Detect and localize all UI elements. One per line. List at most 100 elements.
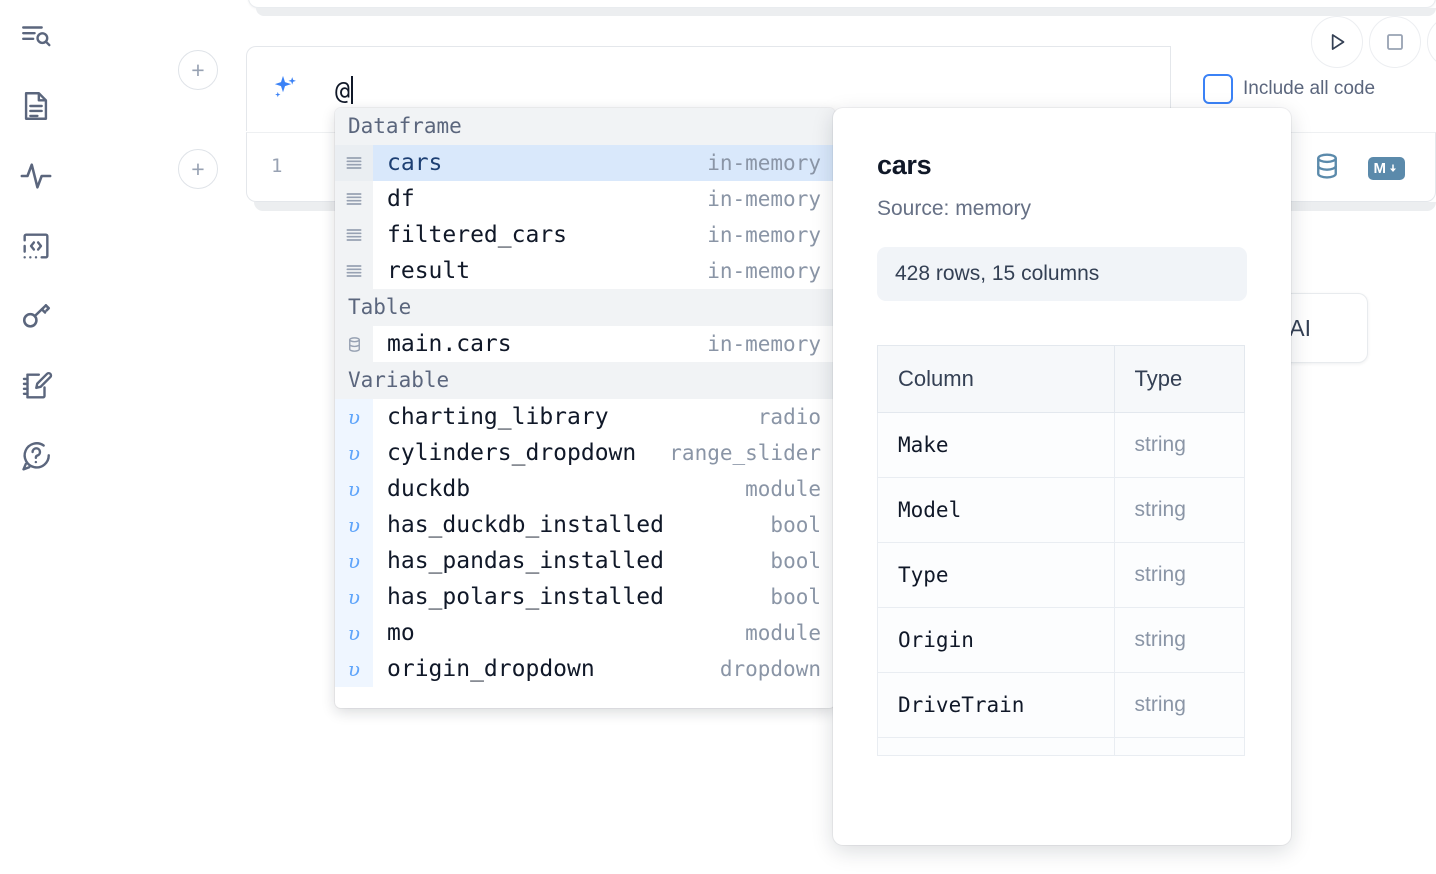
sidebar-item-snippets[interactable] [14, 224, 58, 268]
database-icon[interactable] [1312, 151, 1342, 186]
table-header-column: Column [877, 345, 1115, 413]
line-number: 1 [271, 155, 283, 177]
dataframe-icon [335, 253, 373, 289]
autocomplete-item-name: has_duckdb_installed [387, 512, 664, 538]
key-icon [19, 299, 53, 333]
ai-card-label: AI [1289, 314, 1311, 341]
detail-title: cars [877, 150, 932, 180]
autocomplete-item[interactable]: υ has_polars_installed bool [335, 579, 835, 615]
autocomplete-item[interactable]: filtered_cars in-memory [335, 217, 835, 253]
table-header-type: Type [1113, 345, 1246, 413]
table-cell-type: string [1113, 412, 1246, 478]
code-brackets-icon [19, 229, 53, 263]
autocomplete-item[interactable]: υ has_pandas_installed bool [335, 543, 835, 579]
autocomplete-item-kind: bool [770, 585, 821, 609]
autocomplete-item-kind: dropdown [719, 657, 821, 681]
table-cell-type: string [1113, 477, 1246, 543]
autocomplete-item-name: filtered_cars [387, 222, 568, 248]
autocomplete-item-name: mo [387, 620, 415, 646]
autocomplete-item-name: df [387, 186, 415, 212]
table-cell-type: string [1113, 542, 1246, 608]
table-icon [335, 326, 373, 362]
sidebar-item-help[interactable] [14, 434, 58, 478]
autocomplete-item-name: cylinders_dropdown [387, 440, 637, 466]
autocomplete-item-kind: in-memory [707, 223, 821, 247]
autocomplete-item[interactable]: υ cylinders_dropdown range_slider [335, 435, 835, 471]
autocomplete-item-kind: in-memory [707, 259, 821, 283]
dataframe-icon [335, 145, 373, 181]
table-cell-column [877, 737, 1115, 756]
include-all-code-label: Include all code [1243, 78, 1376, 99]
run-button[interactable] [1311, 16, 1363, 68]
sparkle-icon [269, 73, 301, 105]
dataframe-icon [335, 181, 373, 217]
table-cell-column: Origin [877, 607, 1115, 673]
autocomplete-item[interactable]: result in-memory [335, 253, 835, 289]
autocomplete-item-name: result [387, 258, 471, 284]
file-explorer-icon [19, 19, 53, 53]
include-all-code-row[interactable]: Include all code [1203, 74, 1375, 104]
autocomplete-item-name: has_pandas_installed [387, 548, 664, 574]
table-cell-column: DriveTrain [877, 672, 1115, 738]
include-all-code-checkbox[interactable] [1203, 74, 1233, 104]
autocomplete-item-name: cars [387, 150, 443, 176]
add-cell-below-button[interactable]: + [178, 149, 218, 189]
dataframe-icon [335, 217, 373, 253]
variable-icon: υ [335, 615, 373, 651]
ai-prompt-input[interactable]: @ [335, 73, 1115, 107]
autocomplete-item[interactable]: main.cars in-memory [335, 326, 835, 362]
document-icon [19, 89, 53, 123]
text-cursor [351, 76, 354, 104]
table-cell-type: string [1113, 672, 1246, 738]
markdown-label: M [1373, 160, 1387, 177]
sidebar-item-scratchpad[interactable] [14, 364, 58, 408]
sidebar-rail [0, 0, 72, 874]
stop-button[interactable] [1369, 16, 1421, 68]
previous-cell-shadow [256, 8, 1436, 16]
variable-icon: υ [335, 579, 373, 615]
autocomplete-item-kind: module [745, 477, 821, 501]
autocomplete-item-name: main.cars [387, 331, 512, 357]
sidebar-item-document[interactable] [14, 84, 58, 128]
autocomplete-item-kind: module [745, 621, 821, 645]
markdown-icon[interactable]: M [1367, 157, 1405, 180]
autocomplete-item-kind: bool [770, 549, 821, 573]
autocomplete-group-header: Variable [335, 362, 835, 399]
variable-icon: υ [335, 471, 373, 507]
variable-icon: υ [335, 399, 373, 435]
autocomplete-item-kind: bool [770, 513, 821, 537]
autocomplete-item-kind: in-memory [707, 332, 821, 356]
variable-icon: υ [335, 651, 373, 687]
autocomplete-item-name: charting_library [387, 404, 609, 430]
variable-icon: υ [335, 543, 373, 579]
table-cell-column: Type [877, 542, 1115, 608]
autocomplete-item-name: has_polars_installed [387, 584, 664, 610]
variable-icon: υ [335, 435, 373, 471]
autocomplete-group-header: Table [335, 289, 835, 326]
add-cell-above-button[interactable]: + [178, 50, 218, 90]
sidebar-item-activity[interactable] [14, 154, 58, 198]
sidebar-item-secrets[interactable] [14, 294, 58, 338]
table-cell-type: string [1113, 607, 1246, 673]
activity-icon [19, 159, 53, 193]
cell-action-icons: M [1312, 151, 1405, 186]
sidebar-item-file-explorer[interactable] [14, 14, 58, 58]
table-cell-type [1113, 737, 1246, 756]
autocomplete-item-kind: range_slider [669, 441, 821, 465]
table-header-row: Column Type [877, 345, 1246, 413]
previous-cell-edge [248, 0, 1436, 8]
more-options-button[interactable] [1427, 16, 1436, 68]
